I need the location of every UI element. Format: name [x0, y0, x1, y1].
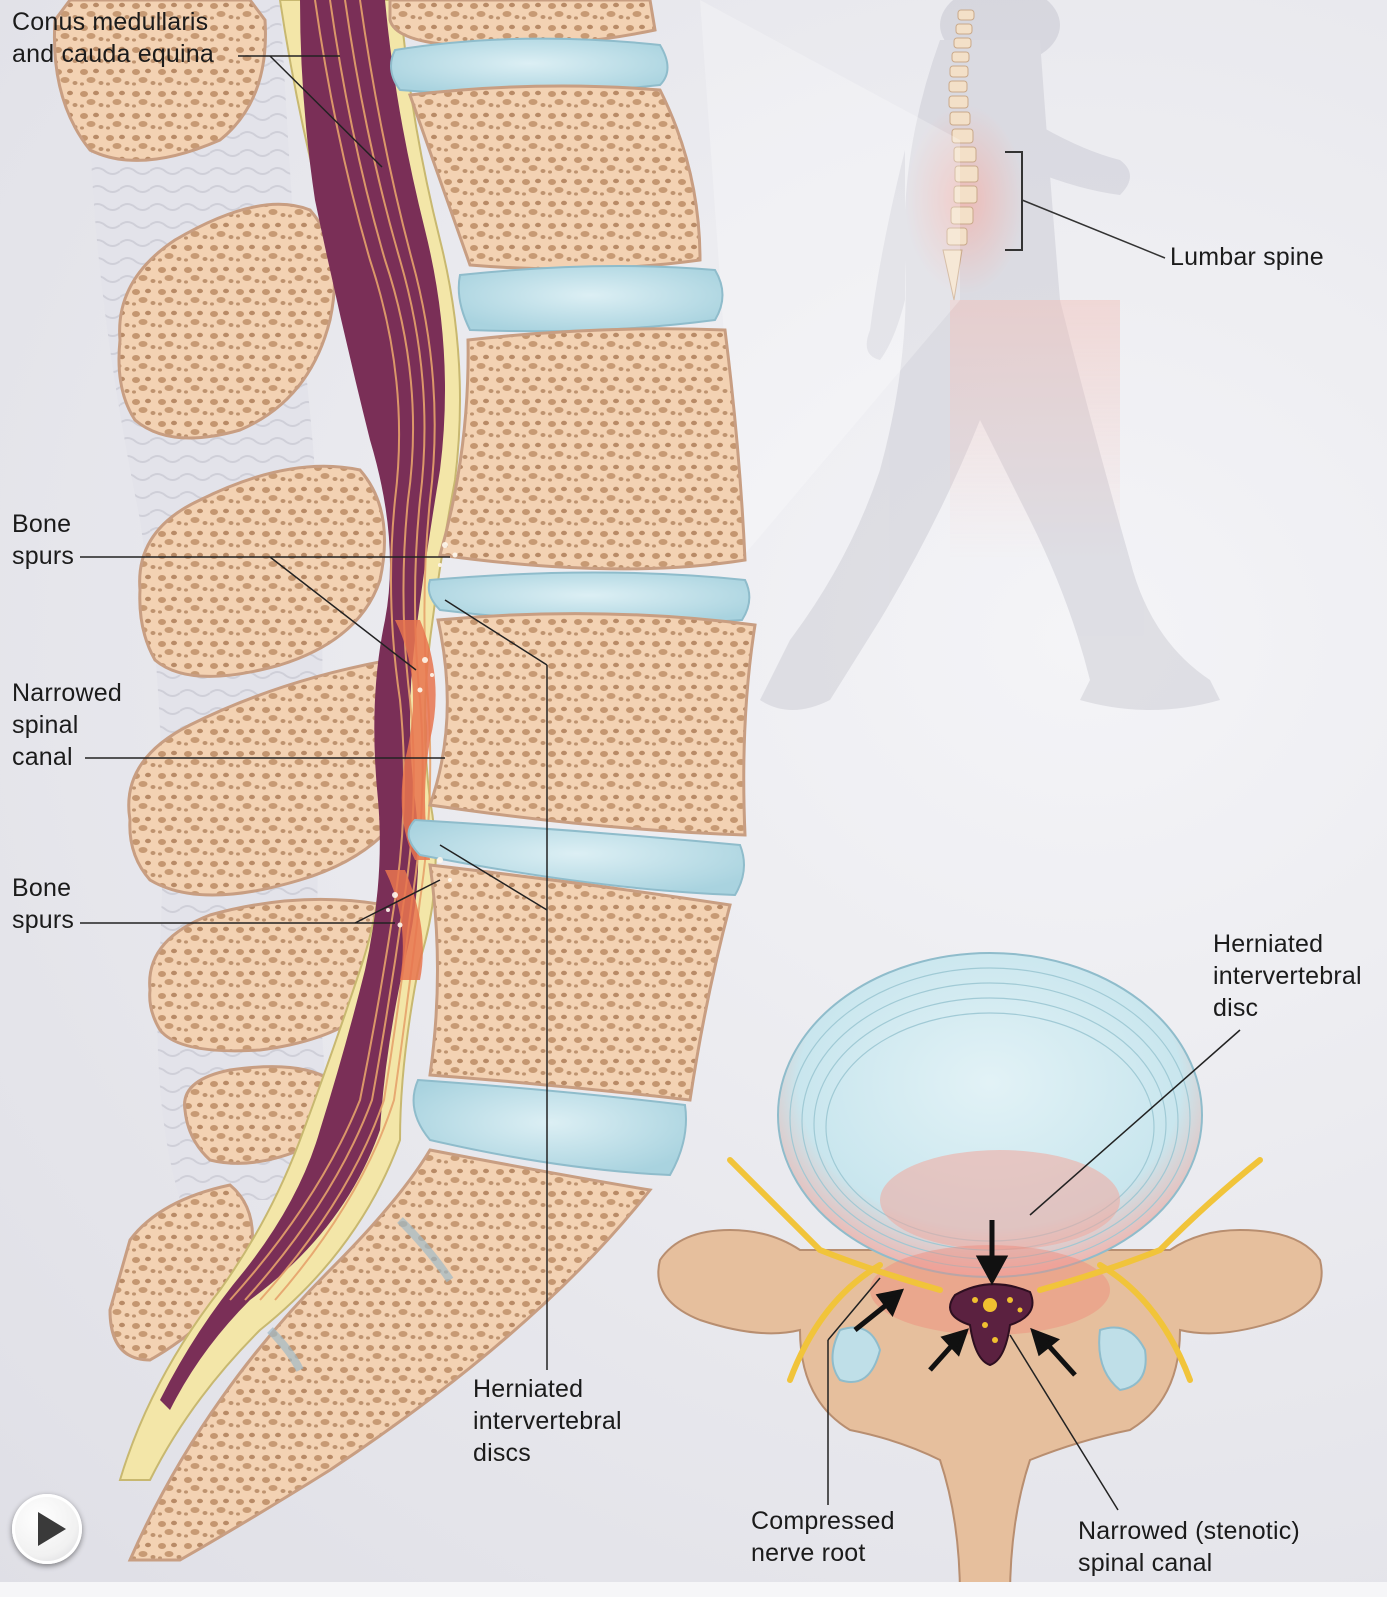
play-button[interactable] — [12, 1494, 82, 1564]
label-stenotic-spinal-canal: Narrowed (stenotic) spinal canal — [1078, 1515, 1300, 1579]
play-icon — [38, 1512, 66, 1546]
label-herniated-disc: Herniated intervertebral disc — [1213, 928, 1362, 1024]
axial-view — [658, 953, 1321, 1597]
bottom-bar — [0, 1582, 1387, 1597]
label-bone-spurs-lower: Bone spurs — [12, 872, 74, 936]
label-lumbar-spine: Lumbar spine — [1170, 241, 1324, 273]
label-bone-spurs-upper: Bone spurs — [12, 508, 74, 572]
label-narrowed-spinal-canal: Narrowed spinal canal — [12, 677, 122, 773]
label-herniated-discs: Herniated intervertebral discs — [473, 1373, 622, 1469]
label-conus-medullaris: Conus medullaris and cauda equina — [12, 6, 214, 70]
label-compressed-nerve-root: Compressed nerve root — [751, 1505, 895, 1569]
